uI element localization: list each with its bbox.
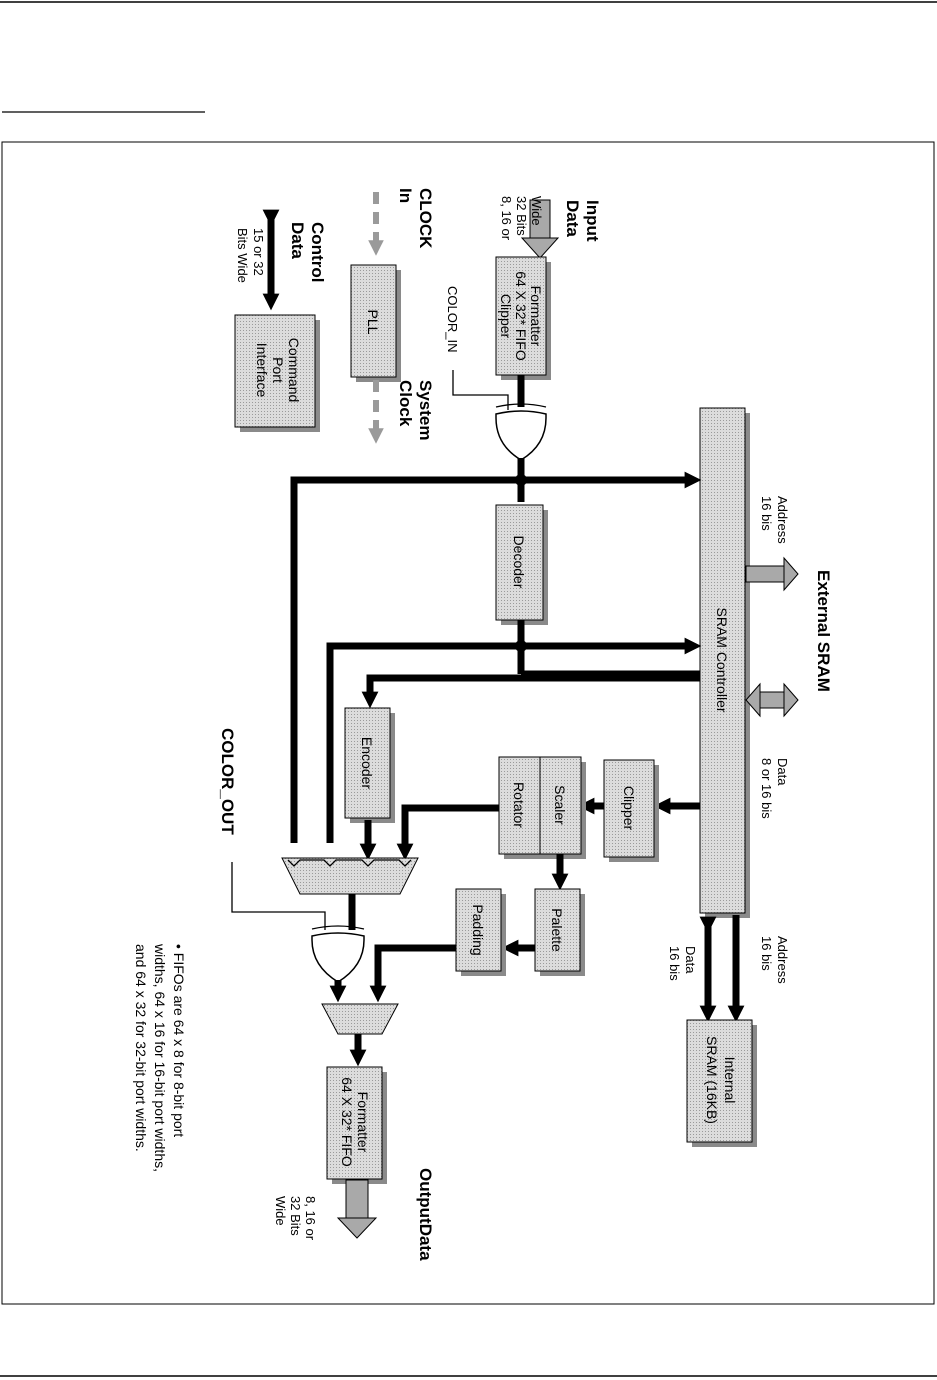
clock-in-label: CLOCK In bbox=[396, 188, 435, 249]
svg-text:Data: Data bbox=[563, 200, 582, 237]
scaler-rotator-block: Scaler Rotator bbox=[498, 756, 586, 859]
svg-text:Data: Data bbox=[683, 946, 698, 974]
svg-text:Clock: Clock bbox=[396, 380, 415, 427]
svg-text:64 X 32* FIFO: 64 X 32* FIFO bbox=[339, 1077, 355, 1167]
svg-text:Port: Port bbox=[270, 357, 286, 383]
svg-text:COLOR_OUT: COLOR_OUT bbox=[218, 728, 237, 835]
internal-sram-block: Internal SRAM (16KB) bbox=[686, 1019, 757, 1147]
mux-2-input bbox=[321, 1003, 399, 1035]
svg-text:8, 16 or: 8, 16 or bbox=[303, 1196, 318, 1241]
svg-text:Internal: Internal bbox=[722, 1057, 738, 1104]
control-width-label: 15 or 32 Bits Wide bbox=[235, 228, 266, 283]
svg-text:CLOCK: CLOCK bbox=[416, 188, 435, 249]
rotator-to-mux bbox=[396, 804, 499, 861]
svg-text:External SRAM: External SRAM bbox=[814, 570, 833, 692]
svg-text:Clipper: Clipper bbox=[498, 294, 514, 339]
svg-text:Formatter: Formatter bbox=[355, 1092, 371, 1153]
svg-text:Address: Address bbox=[775, 936, 790, 984]
input-xor-gate bbox=[495, 403, 547, 461]
clipper-block: Clipper bbox=[603, 759, 659, 862]
svg-text:8, 16 or: 8, 16 or bbox=[499, 196, 514, 241]
svg-text:• FIFOs are 64 x 8 for 8-bit: • FIFOs are 64 x 8 for 8-bit port bbox=[171, 944, 187, 1137]
svg-text:In: In bbox=[396, 188, 415, 203]
int-address-label: Address 16 bis bbox=[759, 936, 790, 984]
sram-controller-block: SRAM Controller bbox=[699, 407, 750, 918]
svg-text:Clipper: Clipper bbox=[621, 786, 637, 831]
svg-text:System: System bbox=[416, 380, 435, 440]
svg-text:Encoder: Encoder bbox=[359, 737, 375, 789]
figure-frame bbox=[1, 141, 935, 1305]
svg-text:Wide: Wide bbox=[529, 196, 544, 226]
color-out-wire bbox=[231, 862, 326, 930]
ext-address-arrow bbox=[745, 556, 799, 592]
rotator-label: Rotator bbox=[511, 782, 527, 828]
command-port-block: Command Port Interface bbox=[234, 314, 320, 432]
bus-2 bbox=[326, 637, 702, 843]
color-in-label: COLOR_IN bbox=[445, 286, 460, 352]
output-width-label: 8, 16 or 32 Bits Wide bbox=[273, 1196, 318, 1241]
int-data-label: Data 16 bis bbox=[667, 946, 698, 981]
svg-text:32 Bits: 32 Bits bbox=[288, 1196, 303, 1236]
decoder-block: Decoder bbox=[495, 504, 548, 625]
svg-text:32 Bits: 32 Bits bbox=[514, 196, 529, 236]
svg-text:Rotator: Rotator bbox=[511, 782, 527, 828]
output-formatter-block: Formatter 64 X 32* FIFO bbox=[326, 1066, 387, 1184]
svg-text:Formatter: Formatter bbox=[528, 286, 544, 347]
svg-text:64 X 32* FIFO: 64 X 32* FIFO bbox=[513, 271, 529, 361]
svg-text:Data: Data bbox=[288, 222, 307, 259]
svg-text:Padding: Padding bbox=[470, 904, 486, 955]
padding-block: Padding bbox=[455, 888, 506, 976]
sram-to-encoder bbox=[361, 674, 700, 709]
svg-text:SRAM Controller: SRAM Controller bbox=[714, 607, 730, 712]
input-data-arrow bbox=[520, 199, 560, 259]
svg-text:and 64 x 32 for 32-bit port wi: and 64 x 32 for 32-bit port widths. bbox=[133, 944, 149, 1152]
external-sram-label: External SRAM bbox=[814, 570, 833, 692]
mux-4-input bbox=[281, 857, 419, 895]
output-data-label: OutputData bbox=[416, 1168, 435, 1261]
output-data-arrow bbox=[336, 1179, 378, 1239]
svg-text:16 bis: 16 bis bbox=[667, 946, 682, 981]
svg-text:8 or 16 bis: 8 or 16 bis bbox=[759, 758, 774, 819]
input-width-label: 8, 16 or 32 Bits Wide bbox=[499, 196, 544, 241]
system-clock-label: System Clock bbox=[396, 380, 435, 440]
ext-address-label: Address 16 bis bbox=[759, 496, 790, 544]
fifo-note: • FIFOs are 64 x 8 for 8-bit port widths… bbox=[133, 943, 187, 1172]
svg-text:SRAM (16KB): SRAM (16KB) bbox=[704, 1036, 720, 1124]
padding-to-mux bbox=[369, 944, 456, 1003]
svg-text:COLOR_IN: COLOR_IN bbox=[445, 286, 460, 352]
input-formatter-block: Formatter 64 X 32* FIFO Clipper bbox=[495, 256, 551, 380]
svg-text:Command: Command bbox=[286, 338, 302, 403]
output-xor-gate bbox=[311, 925, 365, 983]
color-out-label: COLOR_OUT bbox=[218, 728, 237, 835]
pll-block: PLL bbox=[350, 264, 401, 382]
svg-text:PLL: PLL bbox=[365, 310, 381, 335]
svg-text:widths, 64 x 16 for 16-bit por: widths, 64 x 16 for 16-bit port widths, bbox=[152, 943, 168, 1172]
svg-text:Interface: Interface bbox=[254, 343, 270, 398]
encoder-block: Encoder bbox=[344, 707, 395, 823]
ext-data-arrow bbox=[745, 682, 799, 718]
svg-text:Palette: Palette bbox=[549, 908, 565, 952]
svg-text:15 or 32: 15 or 32 bbox=[251, 228, 266, 276]
svg-text:Bits Wide: Bits Wide bbox=[235, 228, 250, 283]
svg-text:Scaler: Scaler bbox=[552, 785, 568, 825]
palette-block: Palette bbox=[534, 888, 585, 976]
ext-data-label: Data 8 or 16 bis bbox=[759, 758, 790, 819]
svg-text:16 bis: 16 bis bbox=[759, 496, 774, 531]
svg-text:OutputData: OutputData bbox=[416, 1168, 435, 1261]
svg-text:Data: Data bbox=[775, 758, 790, 786]
svg-text:Decoder: Decoder bbox=[511, 536, 527, 589]
svg-text:16 bis: 16 bis bbox=[759, 936, 774, 971]
svg-text:Address: Address bbox=[775, 496, 790, 544]
input-data-label: Input Data bbox=[563, 200, 602, 242]
svg-text:Control: Control bbox=[308, 222, 327, 282]
color-in-wire bbox=[452, 370, 509, 410]
scaler-label: Scaler bbox=[552, 785, 568, 825]
bus-1 bbox=[290, 471, 702, 843]
svg-text:Wide: Wide bbox=[273, 1196, 288, 1226]
control-data-label: Control Data bbox=[288, 222, 327, 282]
svg-text:Input: Input bbox=[583, 200, 602, 242]
